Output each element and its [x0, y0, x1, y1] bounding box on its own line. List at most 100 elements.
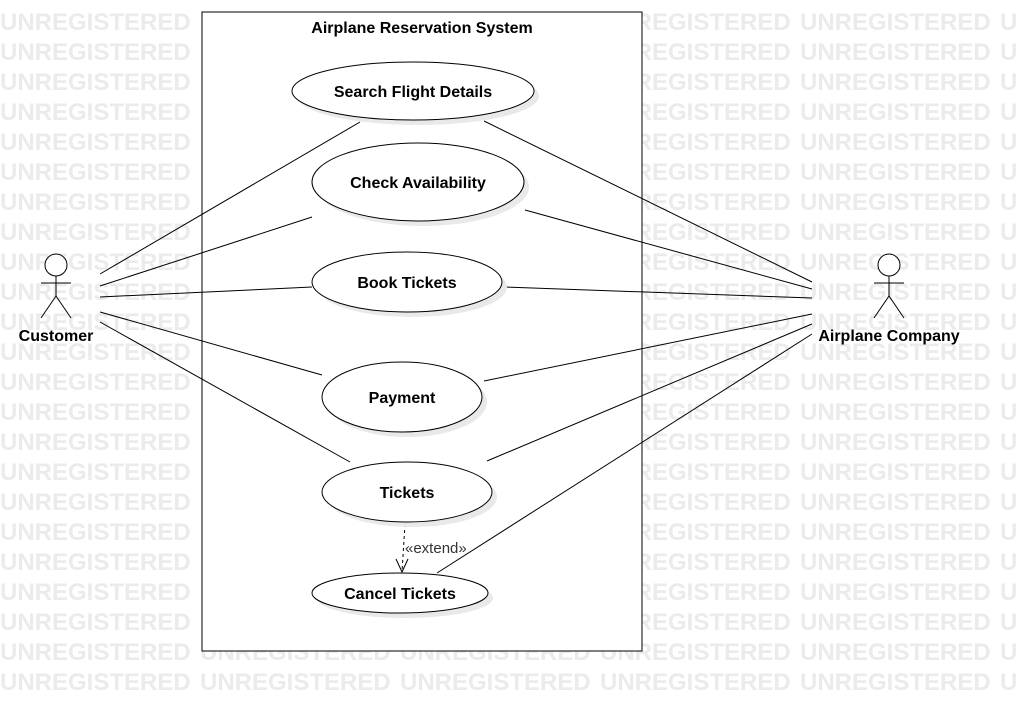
use-case-label: Search Flight Details — [334, 84, 492, 101]
watermark-text: UNREGISTERED — [1000, 339, 1016, 366]
association-company-search — [483, 120, 813, 283]
use-case-label: Payment — [369, 390, 436, 407]
watermark-text: UNREGISTERED — [1000, 579, 1016, 606]
use-case-ellipse — [311, 251, 503, 313]
association-customer-search — [99, 121, 361, 275]
use-case-book[interactable]: Book Tickets — [311, 251, 507, 317]
association-company-payment — [483, 313, 813, 382]
use-case-tickets[interactable]: Tickets — [321, 461, 497, 527]
watermark-text: UNREGISTERED — [1000, 549, 1016, 576]
watermark-text: UNREGISTERED — [800, 459, 991, 486]
watermark-text: UNREGISTERED — [1000, 129, 1016, 156]
actor-head — [877, 253, 901, 277]
system-title: Airplane Reservation System — [311, 20, 532, 37]
association-customer-payment — [99, 311, 323, 376]
watermark-text: UNREGISTERED — [0, 309, 191, 336]
use-case-ellipse — [311, 142, 525, 222]
watermark-text: UNREGISTERED — [1000, 279, 1016, 306]
watermark-text: UNREGISTERED — [0, 129, 191, 156]
watermark-text: UNREGISTERED — [1000, 219, 1016, 246]
watermark-text: UNREGISTERED — [1000, 39, 1016, 66]
extend-relation: «extend» — [395, 523, 467, 574]
extend-arrowhead — [395, 558, 409, 574]
actor-company-label: Airplane Company — [818, 328, 959, 345]
watermark-text: UNREGISTERED — [400, 669, 591, 696]
actor-right-leg — [888, 295, 905, 319]
use-case-label: Tickets — [380, 485, 435, 502]
watermark-text: UNREGISTERED — [800, 549, 991, 576]
use-case-ellipse — [291, 61, 535, 121]
watermark-text: UNREGISTERED — [0, 609, 191, 636]
use-case-search[interactable]: Search Flight Details — [291, 61, 539, 125]
use-case-ellipse — [321, 361, 483, 433]
association-customer-check — [99, 216, 313, 287]
watermark-text: UNREGISTERED — [800, 489, 991, 516]
actor-left-leg — [40, 295, 57, 319]
use-case-check[interactable]: Check Availability — [311, 142, 529, 226]
watermark-text: UNREGISTERED — [0, 39, 191, 66]
watermark-text: UNREGISTERED — [0, 429, 191, 456]
watermark-text: UNREGISTERED — [0, 369, 191, 396]
watermark-text: UNREGISTERED — [800, 669, 991, 696]
use-case-cancel[interactable]: Cancel Tickets — [311, 572, 493, 618]
watermark-text: UNREGISTERED — [1000, 399, 1016, 426]
watermark-text: UNREGISTERED — [0, 339, 191, 366]
watermark-text: UNREGISTERED — [800, 69, 991, 96]
watermark-text: UNREGISTERED — [800, 369, 991, 396]
watermark-text: UNREGISTERED — [800, 9, 991, 36]
watermark-text: UNREGISTERED — [0, 69, 191, 96]
watermark-text: UNREGISTERED — [0, 399, 191, 426]
watermark-text: UNREGISTERED — [800, 129, 991, 156]
watermark-text: UNREGISTERED — [1000, 99, 1016, 126]
watermark-text: UNREGISTERED — [0, 249, 191, 276]
watermark-text: UNREGISTERED — [800, 339, 991, 366]
watermark-text: UNREGISTERED — [1000, 669, 1016, 696]
watermark-text: UNREGISTERED — [800, 219, 991, 246]
watermark-text: UNREGISTERED — [0, 99, 191, 126]
association-company-tickets — [486, 323, 813, 462]
actor-customer[interactable] — [40, 253, 72, 319]
watermark-text: UNREGISTERED — [0, 579, 191, 606]
watermark-text: UNREGISTERED — [200, 669, 391, 696]
watermark-text: UNREGISTERED — [0, 219, 191, 246]
watermark-text: UNREGISTERED — [1000, 459, 1016, 486]
watermark-text: UNREGISTERED — [1000, 189, 1016, 216]
watermark-text: UNREGISTERED — [800, 609, 991, 636]
watermark-text: UNREGISTERED — [0, 279, 191, 306]
use-case-ellipse — [311, 572, 489, 614]
watermark-text: UNREGISTERED — [1000, 9, 1016, 36]
actor-left-leg — [873, 295, 890, 319]
watermark-text: UNREGISTERED — [800, 189, 991, 216]
watermark-text: UNREGISTERED — [0, 549, 191, 576]
actor-company[interactable] — [873, 253, 905, 319]
watermark-text: UNREGISTERED — [0, 669, 191, 696]
watermark-text: UNREGISTERED — [800, 99, 991, 126]
association-customer-tickets — [99, 321, 351, 463]
watermark-text: UNREGISTERED — [1000, 249, 1016, 276]
watermark-text: UNREGISTERED — [0, 159, 191, 186]
watermark-text: UNREGISTERED — [600, 669, 791, 696]
association-company-cancel — [436, 333, 813, 574]
watermark-text: UNREGISTERED — [800, 309, 991, 336]
watermark-text: UNREGISTERED — [1000, 489, 1016, 516]
association-company-check — [524, 209, 813, 290]
association-customer-book — [99, 286, 313, 298]
use-case-payment[interactable]: Payment — [321, 361, 487, 437]
actor-customer-label: Customer — [19, 328, 94, 345]
watermark-text: UNREGISTERED — [0, 459, 191, 486]
extend-line — [401, 523, 406, 573]
watermark-text: UNREGISTERED — [1000, 369, 1016, 396]
watermark-text: UNREGISTERED — [800, 429, 991, 456]
watermark-text: UNREGISTERED — [1000, 639, 1016, 666]
watermark-text: UNREGISTERED — [0, 519, 191, 546]
extend-label: «extend» — [405, 540, 467, 557]
use-case-label: Book Tickets — [357, 275, 456, 292]
watermark-text: UNREGISTERED — [0, 489, 191, 516]
watermark-text: UNREGISTERED — [0, 9, 191, 36]
watermark-text: UNREGISTERED — [1000, 519, 1016, 546]
use-case-ellipse — [321, 461, 493, 523]
watermark-text: UNREGISTERED — [800, 519, 991, 546]
watermark-text: UNREGISTERED — [0, 189, 191, 216]
association-lines — [99, 120, 813, 574]
